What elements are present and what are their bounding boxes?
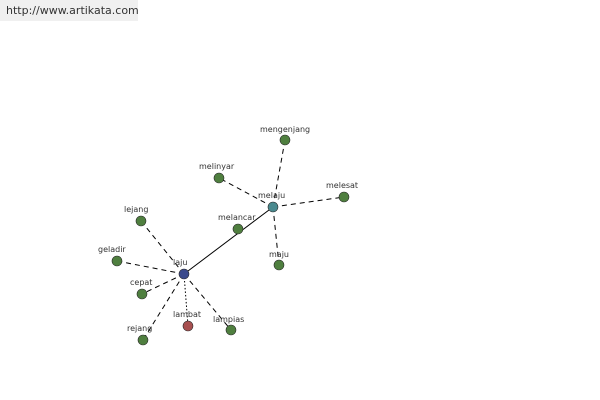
edges-layer: [116, 139, 345, 341]
url-banner: http://www.artikata.com: [0, 0, 139, 21]
node-label-cepat: cepat: [130, 278, 152, 287]
node-laju[interactable]: laju: [173, 258, 190, 280]
node-mengenjang[interactable]: mengenjang: [260, 125, 310, 146]
node-lejang[interactable]: lejang: [124, 205, 148, 227]
node-label-geladir: geladir: [98, 245, 126, 254]
node-dot-lambat[interactable]: [182, 320, 194, 332]
node-rejang[interactable]: rejang: [127, 324, 152, 346]
edge-laju-lampias: [183, 273, 232, 331]
edge-melaju-maju: [272, 206, 280, 266]
node-label-rejang: rejang: [127, 324, 152, 333]
node-melancar[interactable]: melancar: [218, 213, 256, 235]
node-melinyar[interactable]: melinyar: [199, 162, 235, 184]
edge-melaju-melesat: [272, 196, 345, 208]
edge-laju-rejang: [142, 273, 185, 341]
node-dot-cepat[interactable]: [136, 288, 148, 300]
node-label-lambat: lambat: [173, 310, 201, 319]
node-dot-melancar[interactable]: [232, 223, 244, 235]
edge-laju-lambat: [183, 273, 189, 327]
node-label-lejang: lejang: [124, 205, 148, 214]
node-dot-geladir[interactable]: [111, 255, 123, 267]
node-lambat[interactable]: lambat: [173, 310, 201, 332]
node-label-lampias: lampias: [213, 315, 244, 324]
edge-melaju-mengenjang: [272, 139, 286, 208]
node-label-melaju: melaju: [258, 191, 285, 200]
node-dot-lejang[interactable]: [135, 215, 147, 227]
node-dot-rejang[interactable]: [137, 334, 149, 346]
node-dot-maju[interactable]: [273, 259, 285, 271]
node-dot-melinyar[interactable]: [213, 172, 225, 184]
node-label-melinyar: melinyar: [199, 162, 235, 171]
edge-laju-melaju: [183, 206, 274, 275]
site-url-text: http://www.artikata.com: [6, 4, 139, 17]
node-dot-lampias[interactable]: [225, 324, 237, 336]
node-label-laju: laju: [173, 258, 187, 267]
node-label-melancar: melancar: [218, 213, 256, 222]
node-melesat[interactable]: melesat: [326, 181, 358, 203]
node-lampias[interactable]: lampias: [213, 315, 244, 336]
node-dot-melaju[interactable]: [267, 201, 279, 213]
node-maju[interactable]: maju: [269, 250, 289, 271]
node-melaju[interactable]: melaju: [258, 191, 285, 213]
edge-laju-cepat: [141, 273, 185, 295]
node-cepat[interactable]: cepat: [130, 278, 152, 300]
node-dot-melesat[interactable]: [338, 191, 350, 203]
node-dot-mengenjang[interactable]: [279, 134, 291, 146]
nodes-layer: laju melaju mengenjang melinyar melesat melan…: [98, 125, 358, 346]
node-dot-laju[interactable]: [178, 268, 190, 280]
node-label-melesat: melesat: [326, 181, 358, 190]
node-label-mengenjang: mengenjang: [260, 125, 310, 134]
edge-laju-lejang: [140, 220, 185, 275]
node-geladir[interactable]: geladir: [98, 245, 126, 267]
node-label-maju: maju: [269, 250, 289, 259]
edge-melaju-melinyar: [218, 177, 274, 208]
edge-laju-geladir: [116, 260, 185, 275]
